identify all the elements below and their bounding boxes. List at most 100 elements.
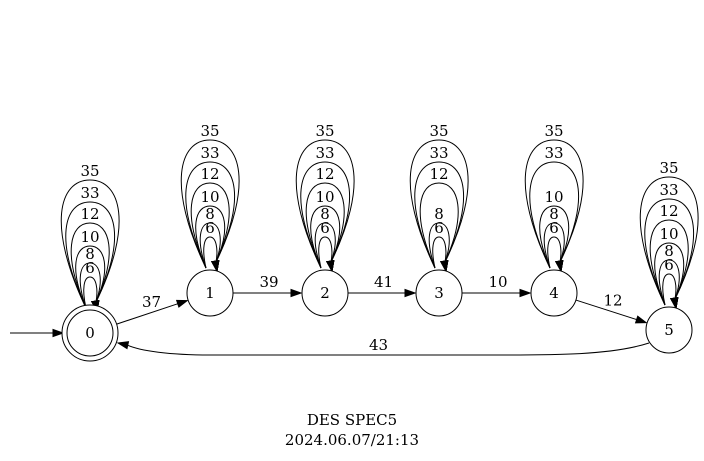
self-loop-1-6 — [203, 236, 218, 269]
self-loop-0-6 — [83, 276, 98, 309]
state-circle-3 — [415, 269, 463, 317]
state-label-0: 0 — [85, 324, 95, 342]
self-loop-2-33 — [300, 161, 351, 269]
transition-0-1: 37 — [111, 293, 189, 327]
self-loop-label-0-33: 33 — [80, 184, 99, 202]
self-loop-arrowhead-5-35 — [670, 296, 679, 310]
self-loop-0-35 — [60, 179, 120, 309]
self-loop-3-6 — [432, 236, 447, 269]
self-loop-label-4-6: 6 — [549, 219, 559, 237]
transition-label-5-0: 43 — [369, 336, 388, 354]
self-loop-4-10 — [539, 205, 570, 269]
self-loop-label-0-12: 12 — [80, 205, 99, 223]
self-loop-2-6 — [318, 236, 333, 269]
self-loop-label-5-12: 12 — [659, 202, 678, 220]
transition-arrowhead-5-0 — [116, 341, 130, 350]
self-loop-label-3-12: 12 — [429, 165, 448, 183]
self-loop-label-0-8: 8 — [85, 245, 95, 263]
self-loop-label-1-33: 33 — [200, 144, 219, 162]
caption-title: DES SPEC5 — [307, 411, 397, 429]
transition-3-4: 10 — [462, 273, 532, 298]
self-loop-label-1-12: 12 — [200, 165, 219, 183]
self-loop-2-8 — [314, 222, 336, 269]
self-loop-5-10 — [654, 242, 685, 306]
self-loop-label-1-10: 10 — [200, 188, 219, 206]
self-loop-label-2-8: 8 — [320, 205, 330, 223]
self-loop-1-12 — [190, 182, 230, 269]
state-label-3: 3 — [434, 284, 444, 302]
self-loop-label-2-12: 12 — [315, 165, 334, 183]
self-loop-label-2-6: 6 — [320, 219, 330, 237]
self-loop-3-35 — [409, 139, 469, 269]
self-loop-label-1-35: 35 — [200, 122, 219, 140]
self-loop-4-33 — [529, 161, 580, 269]
self-loop-label-5-6: 6 — [664, 256, 674, 274]
state-1: 1 — [186, 269, 234, 317]
self-loop-label-5-33: 33 — [659, 181, 678, 199]
self-loop-0-8 — [79, 262, 101, 309]
state-circle-2 — [301, 269, 349, 317]
self-loop-arrowhead-2-35 — [326, 259, 335, 273]
state-circle-4 — [530, 269, 578, 317]
self-loop-label-3-33: 33 — [429, 144, 448, 162]
self-loop-1-33 — [185, 161, 236, 269]
state-label-4: 4 — [549, 284, 559, 302]
state-2: 2 — [301, 269, 349, 317]
transition-line-4-5 — [575, 299, 638, 321]
transition-label-1-2: 39 — [259, 273, 278, 291]
self-loops-layer: 6810123335681012333568101233356812333568… — [60, 122, 699, 313]
self-loop-0-10 — [75, 245, 106, 309]
transition-arrowhead-1-2 — [290, 288, 303, 298]
state-label-2: 2 — [320, 284, 330, 302]
self-loop-label-1-8: 8 — [205, 205, 215, 223]
self-loop-3-33 — [414, 161, 465, 269]
self-loop-0-12 — [70, 222, 110, 309]
self-loop-arrowhead-3-35 — [440, 259, 449, 273]
transition-4-5: 12 — [575, 291, 648, 324]
transition-label-3-4: 10 — [488, 273, 507, 291]
self-loop-label-4-8: 8 — [549, 205, 559, 223]
self-loop-label-2-10: 10 — [315, 188, 334, 206]
self-loop-label-5-35: 35 — [659, 159, 678, 177]
self-loop-5-8 — [658, 259, 680, 306]
state-5: 5 — [645, 306, 693, 354]
self-loop-2-10 — [310, 205, 341, 269]
transition-path-5-0 — [126, 342, 650, 356]
self-loop-label-3-6: 6 — [434, 219, 444, 237]
self-loop-2-12 — [305, 182, 345, 269]
self-loop-label-1-6: 6 — [205, 219, 215, 237]
self-loop-4-6 — [547, 236, 562, 269]
state-4: 4 — [530, 269, 578, 317]
self-loop-2-35 — [295, 139, 355, 269]
state-circle-1 — [186, 269, 234, 317]
transition-arrowhead-3-4 — [519, 288, 532, 298]
self-loop-5-12 — [649, 219, 689, 306]
self-loop-4-35 — [524, 139, 584, 269]
state-0: 0 — [10, 304, 119, 362]
initial-arrowhead — [52, 328, 65, 338]
transition-label-0-1: 37 — [142, 293, 161, 311]
self-loop-label-2-33: 33 — [315, 144, 334, 162]
state-3: 3 — [415, 269, 463, 317]
self-loop-label-4-10: 10 — [544, 188, 563, 206]
self-loop-label-2-35: 35 — [315, 122, 334, 140]
caption-timestamp: 2024.06.07/21:13 — [285, 431, 419, 449]
self-loop-arrowhead-4-35 — [555, 259, 564, 273]
state-label-1: 1 — [205, 284, 215, 302]
self-loop-label-4-33: 33 — [544, 144, 563, 162]
self-loop-5-33 — [644, 198, 695, 306]
self-loop-label-5-10: 10 — [659, 225, 678, 243]
self-loop-label-5-8: 8 — [664, 242, 674, 260]
self-loop-1-8 — [199, 222, 221, 269]
self-loop-label-4-35: 35 — [544, 122, 563, 140]
self-loop-arrowhead-1-35 — [211, 259, 220, 273]
